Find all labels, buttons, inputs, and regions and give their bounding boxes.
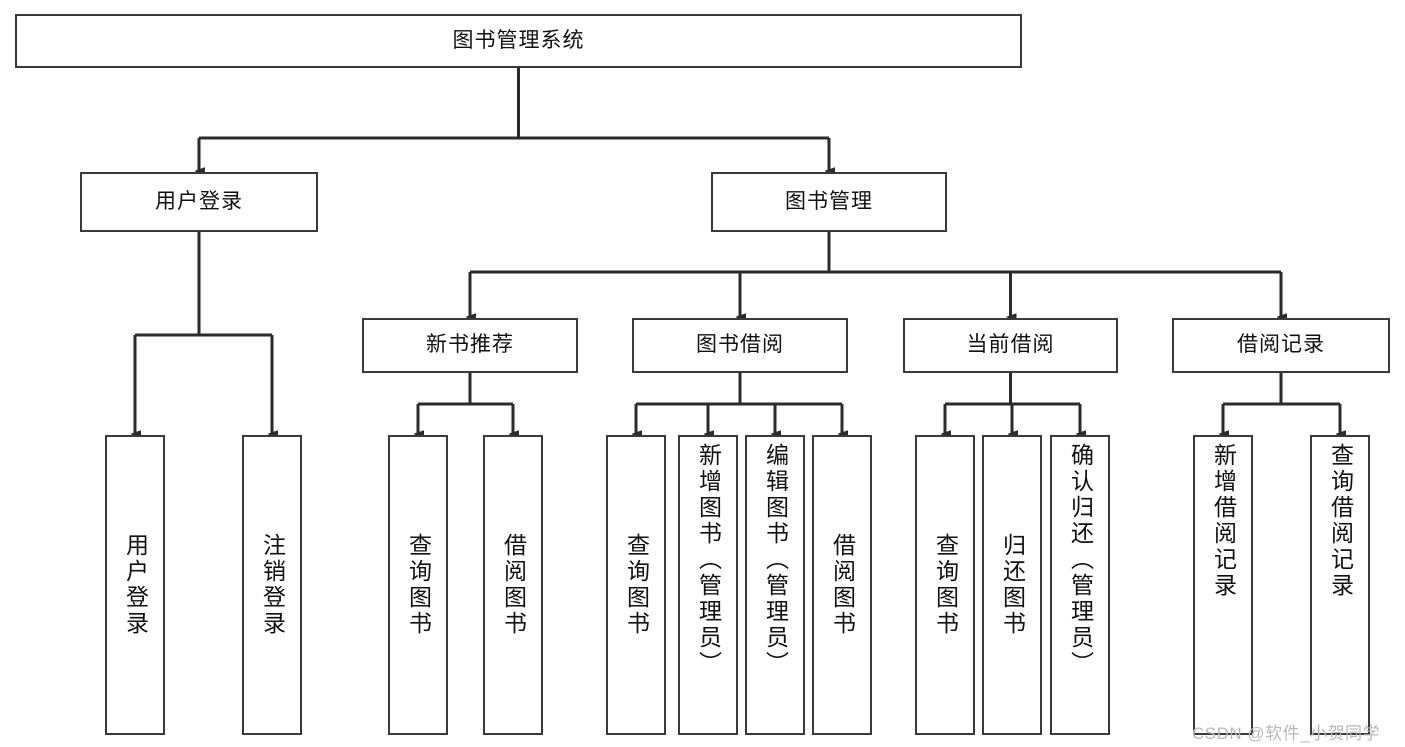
node-leaf-logout[interactable]: 注销登录 — [242, 435, 302, 735]
node-leaf-edit-book[interactable]: 编辑图书（管理员） — [745, 435, 805, 735]
node-label: 新增借阅记录 — [1210, 443, 1237, 599]
node-leaf-query-3[interactable]: 查询图书 — [915, 435, 975, 735]
node-label: 借阅图书 — [829, 533, 856, 637]
node-leaf-user-login[interactable]: 用户登录 — [105, 435, 165, 735]
node-label: 查询借阅记录 — [1327, 443, 1354, 599]
node-label: 用户登录 — [155, 189, 243, 213]
node-current-borrow[interactable]: 当前借阅 — [903, 318, 1118, 373]
node-label: 图书管理系统 — [452, 28, 585, 52]
node-label: 编辑图书（管理员） — [762, 443, 789, 677]
node-leaf-add-book[interactable]: 新增图书（管理员） — [678, 435, 738, 735]
node-leaf-confirm[interactable]: 确认归还（管理员） — [1050, 435, 1110, 735]
node-label: 新增图书（管理员） — [695, 443, 722, 677]
node-label: 查询图书 — [932, 533, 959, 637]
node-leaf-borrow-2[interactable]: 借阅图书 — [812, 435, 872, 735]
node-label: 查询图书 — [405, 533, 432, 637]
node-leaf-query-1[interactable]: 查询图书 — [388, 435, 448, 735]
node-leaf-query-rec[interactable]: 查询借阅记录 — [1310, 435, 1370, 735]
node-label: 注销登录 — [259, 533, 286, 637]
node-new-book-rec[interactable]: 新书推荐 — [362, 318, 578, 373]
node-label: 图书借阅 — [696, 333, 784, 357]
node-leaf-return[interactable]: 归还图书 — [982, 435, 1042, 735]
node-leaf-add-rec[interactable]: 新增借阅记录 — [1193, 435, 1253, 735]
node-label: 确认归还（管理员） — [1067, 443, 1094, 677]
node-label: 归还图书 — [999, 533, 1026, 637]
node-label: 新书推荐 — [426, 333, 514, 357]
node-label: 当前借阅 — [966, 333, 1055, 357]
node-borrow-record[interactable]: 借阅记录 — [1172, 318, 1390, 373]
node-leaf-query-2[interactable]: 查询图书 — [606, 435, 666, 735]
node-user-login[interactable]: 用户登录 — [80, 172, 318, 232]
edges — [135, 68, 1340, 434]
node-root[interactable]: 图书管理系统 — [15, 14, 1022, 68]
node-label: 查询图书 — [623, 533, 650, 637]
node-book-manage[interactable]: 图书管理 — [711, 172, 947, 232]
node-label: 图书管理 — [785, 189, 873, 213]
node-label: 用户登录 — [122, 533, 149, 637]
node-book-borrow[interactable]: 图书借阅 — [632, 318, 848, 373]
node-leaf-borrow-1[interactable]: 借阅图书 — [483, 435, 543, 735]
node-label: 借阅记录 — [1237, 333, 1325, 357]
node-label: 借阅图书 — [500, 533, 527, 637]
